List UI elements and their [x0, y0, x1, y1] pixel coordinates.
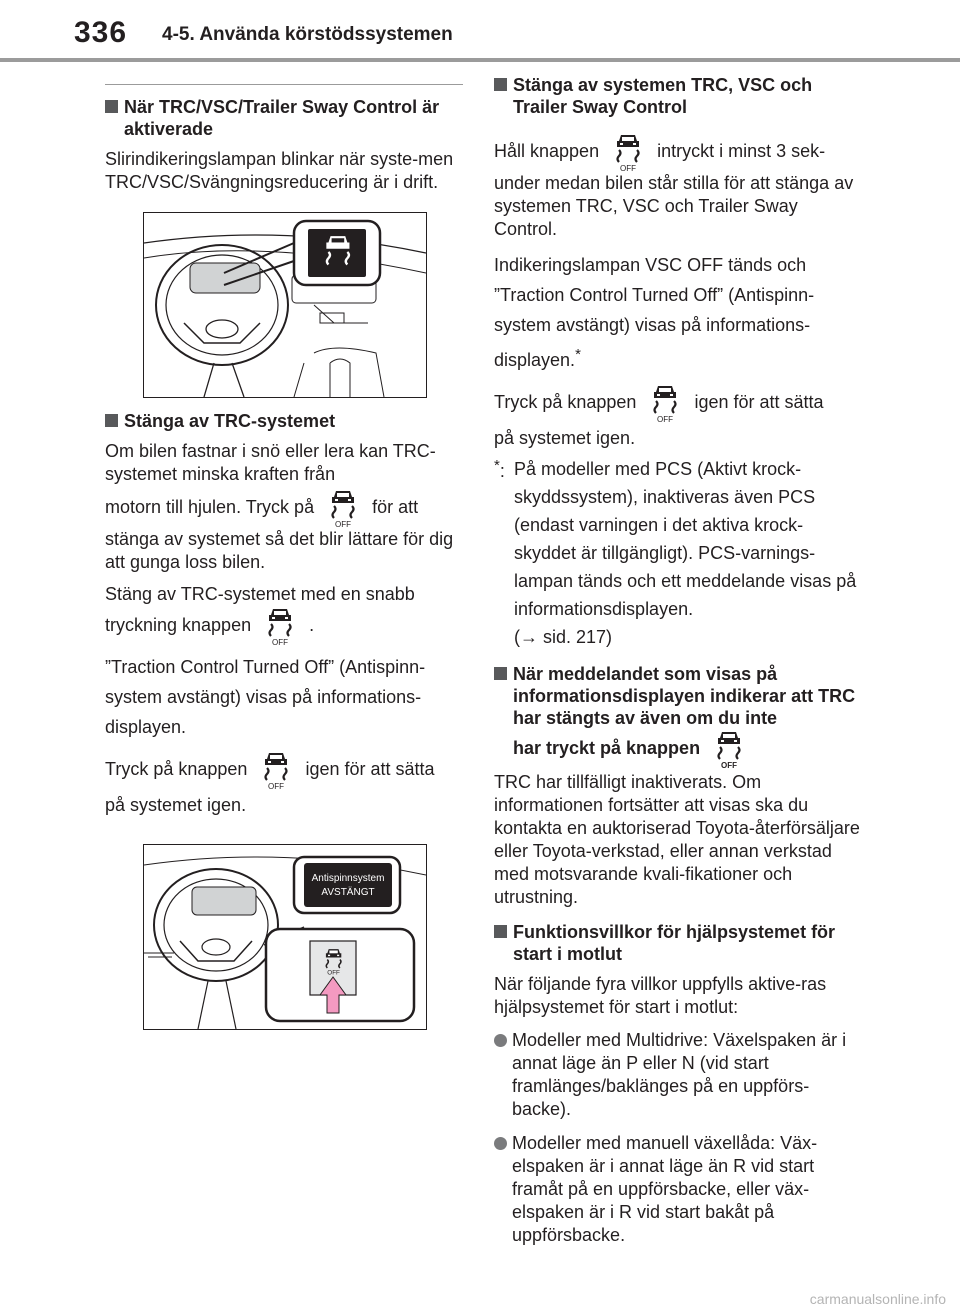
svg-text:OFF: OFF — [620, 164, 636, 172]
paragraph: Håll knappen OFF intryckt i minst 3 sek- — [494, 132, 864, 172]
square-bullet-icon — [105, 414, 118, 427]
heading-message-trc: När meddelandet som visas på information… — [494, 663, 864, 769]
dashboard-drawing — [144, 219, 426, 397]
footnote: *: På modeller med PCS (Aktivt krock-sky… — [494, 457, 857, 647]
square-bullet-icon — [494, 78, 507, 91]
vsc-off-icon: OFF — [647, 383, 683, 423]
header-rule — [0, 58, 960, 62]
right-column: Stänga av systemen TRC, VSC och Trailer … — [494, 74, 864, 1256]
vsc-off-icon: OFF — [610, 132, 646, 172]
left-column: När TRC/VSC/Trailer Sway Control är akti… — [105, 84, 463, 1030]
watermark-footer: carmanualsonline.info — [809, 1291, 946, 1307]
fig-label-line1: Antispinnsystem — [312, 873, 385, 884]
page-header: 336 4-5. Använda körstödssystemen — [0, 0, 960, 62]
square-bullet-icon — [494, 667, 507, 680]
svg-text:OFF: OFF — [335, 520, 351, 528]
svg-text:OFF: OFF — [268, 782, 284, 790]
svg-text:OFF: OFF — [327, 969, 340, 976]
paragraph: ”Traction Control Turned Off” (Antispinn… — [105, 657, 426, 737]
paragraph: När följande fyra villkor uppfylls aktiv… — [494, 974, 827, 1017]
dashboard-button-illustration: Antispinnsystem AVSTÄNGT OFF — [143, 844, 427, 1030]
paragraph: på systemet igen. — [105, 795, 247, 815]
paragraph: Slirindikeringslampan blinkar när syste-… — [105, 149, 454, 192]
vsc-off-icon: OFF — [262, 606, 298, 646]
paragraph: Tryck på knappen OFF igen för att sätta — [105, 750, 463, 790]
paragraph: Stäng av TRC-systemet med en snabb — [105, 584, 415, 604]
paragraph: stänga av systemet så det blir lättare f… — [105, 529, 454, 572]
paragraph: tryckning knappen OFF . — [105, 606, 463, 646]
vsc-off-icon: OFF — [258, 750, 294, 790]
list-item: Modeller med Multidrive: Växelspaken är … — [494, 1029, 864, 1121]
paragraph: TRC har tillfälligt inaktiverats. Om inf… — [494, 772, 860, 907]
svg-text:OFF: OFF — [272, 638, 288, 646]
page-number: 336 — [74, 16, 128, 49]
round-bullet-icon — [494, 1137, 507, 1150]
paragraph: under medan bilen står stilla för att st… — [494, 173, 854, 239]
dashboard-illustration — [143, 212, 427, 398]
heading-trc-vsc-off: Stänga av systemen TRC, VSC och Trailer … — [494, 74, 864, 118]
square-bullet-icon — [105, 100, 118, 113]
list-item: Modeller med manuell växellåda: Väx-elsp… — [494, 1132, 864, 1247]
vsc-off-icon: OFF — [325, 488, 361, 528]
column-top-rule — [105, 84, 463, 85]
paragraph: på systemet igen. — [494, 428, 636, 448]
round-bullet-icon — [494, 1034, 507, 1047]
paragraph: Indikeringslampan VSC OFF tänds och ”Tra… — [494, 255, 815, 370]
svg-text:OFF: OFF — [721, 761, 737, 769]
paragraph: motorn till hjulen. Tryck på OFF för att — [105, 488, 463, 528]
page-reference-link[interactable]: (→ sid. 217) — [514, 627, 613, 647]
svg-text:OFF: OFF — [657, 415, 673, 423]
vsc-off-icon: OFF — [711, 729, 747, 769]
heading-trc-active: När TRC/VSC/Trailer Sway Control är akti… — [105, 96, 463, 140]
section-title: 4-5. Använda körstödssystemen — [162, 24, 453, 45]
square-bullet-icon — [494, 925, 507, 938]
paragraph: Om bilen fastnar i snö eller lera kan TR… — [105, 441, 436, 484]
fig-label-line2: AVSTÄNGT — [321, 886, 374, 898]
dashboard-button-drawing: Antispinnsystem AVSTÄNGT OFF — [144, 855, 426, 1029]
heading-hill-start: Funktionsvillkor för hjälpsystemet för s… — [494, 921, 864, 965]
heading-trc-off: Stänga av TRC-systemet — [105, 410, 463, 432]
paragraph: Tryck på knappen OFF igen för att sätta — [494, 383, 864, 423]
